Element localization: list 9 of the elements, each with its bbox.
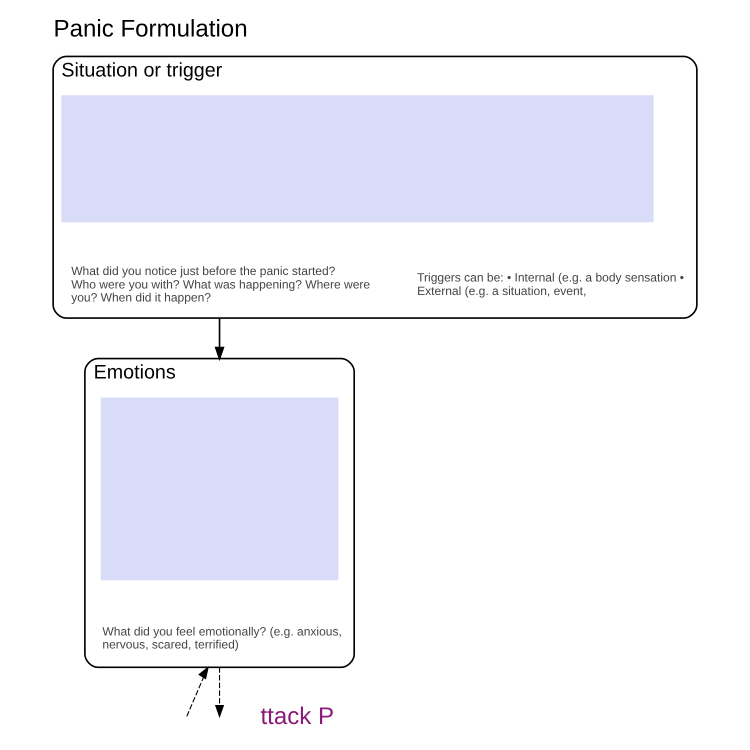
- arrow: [186, 666, 209, 717]
- diagram-title: Panic Formulation: [54, 15, 248, 42]
- arrow: [214, 318, 225, 362]
- cluster: Situation or trigger What did you notice just before the panic started? Who were you with? What was happening? Where were you? When did it happen? Triggers can be: • Internal (e.g. a body sensation • External (e.g. a situation, event,: [52, 56, 698, 319]
- cluster: Emotions What did you feel emotionally? (e.g. anxious, nervous, scared, terrified): [84, 358, 356, 668]
- arrow: [214, 667, 224, 718]
- node-box: [61, 95, 654, 222]
- node-box: [100, 397, 338, 580]
- label: ttack P: [260, 702, 334, 730]
